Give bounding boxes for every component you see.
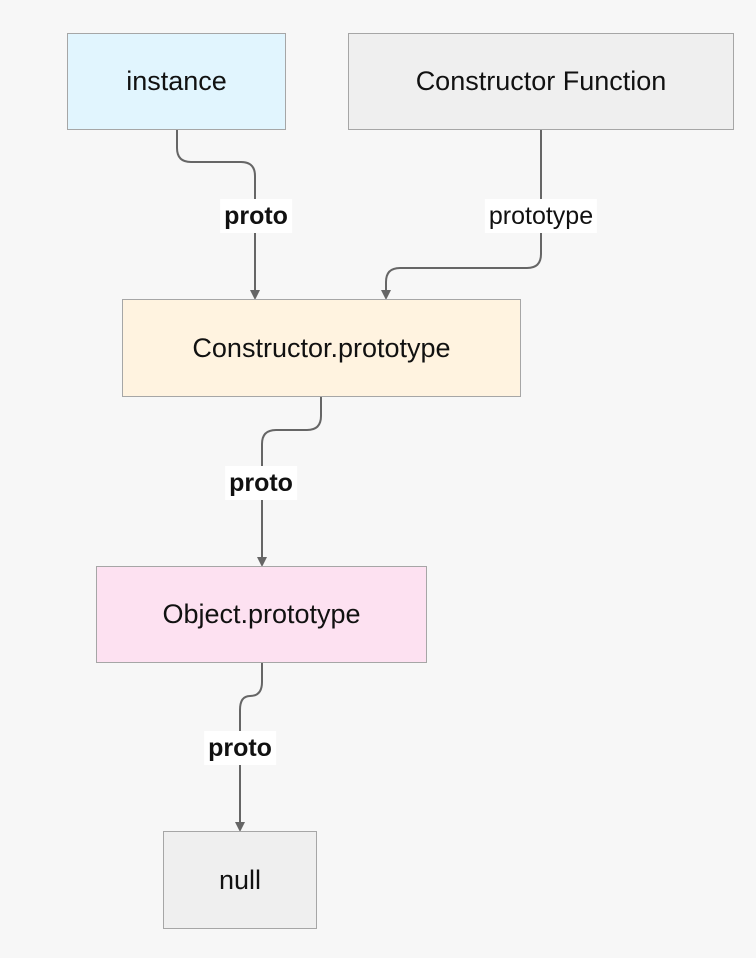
edge-constructor-function-to-constructor-prototype [381,130,542,300]
edge-object-prototype-to-null [235,663,263,832]
node-null: null [163,831,317,929]
node-constructor-prototype-label: Constructor.prototype [192,332,451,363]
edge-label-constructor-function-prototype: prototype [484,199,598,233]
node-object-prototype: Object.prototype [96,566,427,663]
node-instance: instance [67,33,286,130]
edge-label-object-prototype-proto: proto [204,731,276,765]
node-object-prototype-label: Object.prototype [162,599,361,629]
edge-label-constructor-prototype-proto: proto [225,466,297,500]
edge-label-instance-proto: proto [220,199,292,233]
edge-instance-to-constructor-prototype [176,130,260,300]
node-instance-label: instance [126,66,227,96]
node-null-label: null [218,864,262,895]
node-constructor-function: Constructor Function [348,33,734,130]
edge-constructor-prototype-to-object-prototype [257,397,322,567]
node-constructor-prototype: Constructor.prototype [122,299,521,397]
node-constructor-function-label: Constructor Function [415,66,667,96]
